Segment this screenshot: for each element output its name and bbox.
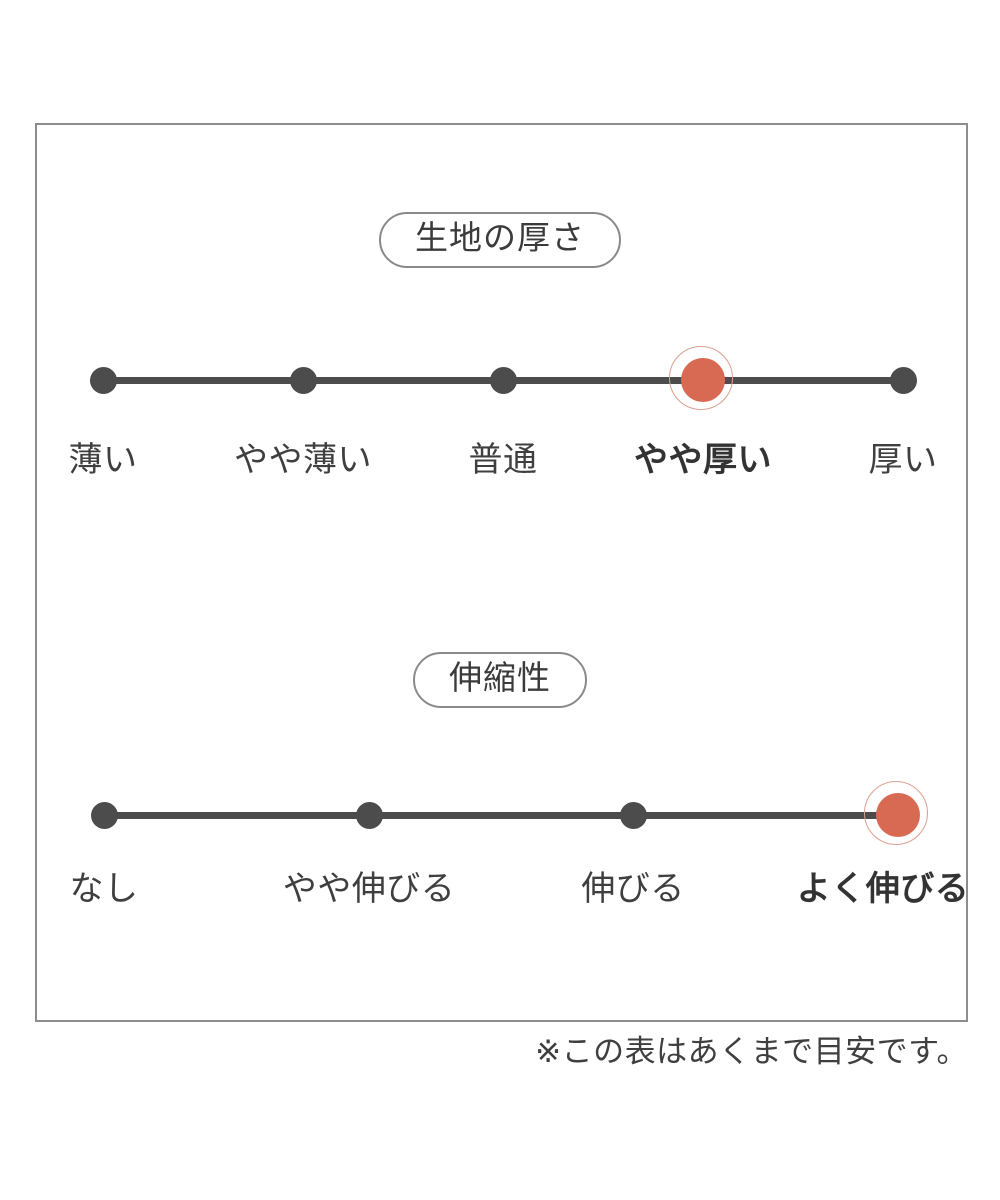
scale-label-thickness-2: やや薄い xyxy=(234,440,372,480)
scale-label-stretch-4-selected: よく伸びる xyxy=(796,869,970,909)
scale-node-stretch-3[interactable] xyxy=(620,802,647,829)
scale-label-thickness-1: 薄い xyxy=(68,440,138,480)
scale-label-thickness-5: 厚い xyxy=(868,440,938,480)
spec-chart-panel xyxy=(35,123,968,1022)
scale-label-thickness-4-selected: やや厚い xyxy=(634,440,772,480)
scale-track-stretch xyxy=(104,812,898,819)
scale-label-stretch-1: なし xyxy=(69,869,139,909)
scale-node-thickness-2[interactable] xyxy=(290,367,317,394)
scale-node-stretch-2[interactable] xyxy=(356,802,383,829)
scale-node-thickness-4-selected[interactable] xyxy=(669,346,733,410)
scale-label-thickness-3: 普通 xyxy=(468,440,538,480)
scale-label-stretch-3: 伸びる xyxy=(581,869,685,909)
scale-label-stretch-2: やや伸びる xyxy=(282,869,456,909)
scale-stretchiness xyxy=(0,781,1000,845)
scale-node-stretch-1[interactable] xyxy=(91,802,118,829)
chart-footnote: ※この表はあくまで目安です。 xyxy=(535,1034,968,1070)
scale-fabric-thickness xyxy=(0,346,1000,410)
scale-node-thickness-3[interactable] xyxy=(490,367,517,394)
scale-node-stretch-4-selected[interactable] xyxy=(864,781,928,845)
section-badge-stretch-row: 伸縮性 xyxy=(0,652,1000,708)
scale-node-thickness-5[interactable] xyxy=(890,367,917,394)
section-badge-thickness: 生地の厚さ xyxy=(379,212,621,268)
section-badge-stretch: 伸縮性 xyxy=(413,652,587,708)
section-badge-thickness-row: 生地の厚さ xyxy=(0,212,1000,268)
scale-node-thickness-1[interactable] xyxy=(90,367,117,394)
